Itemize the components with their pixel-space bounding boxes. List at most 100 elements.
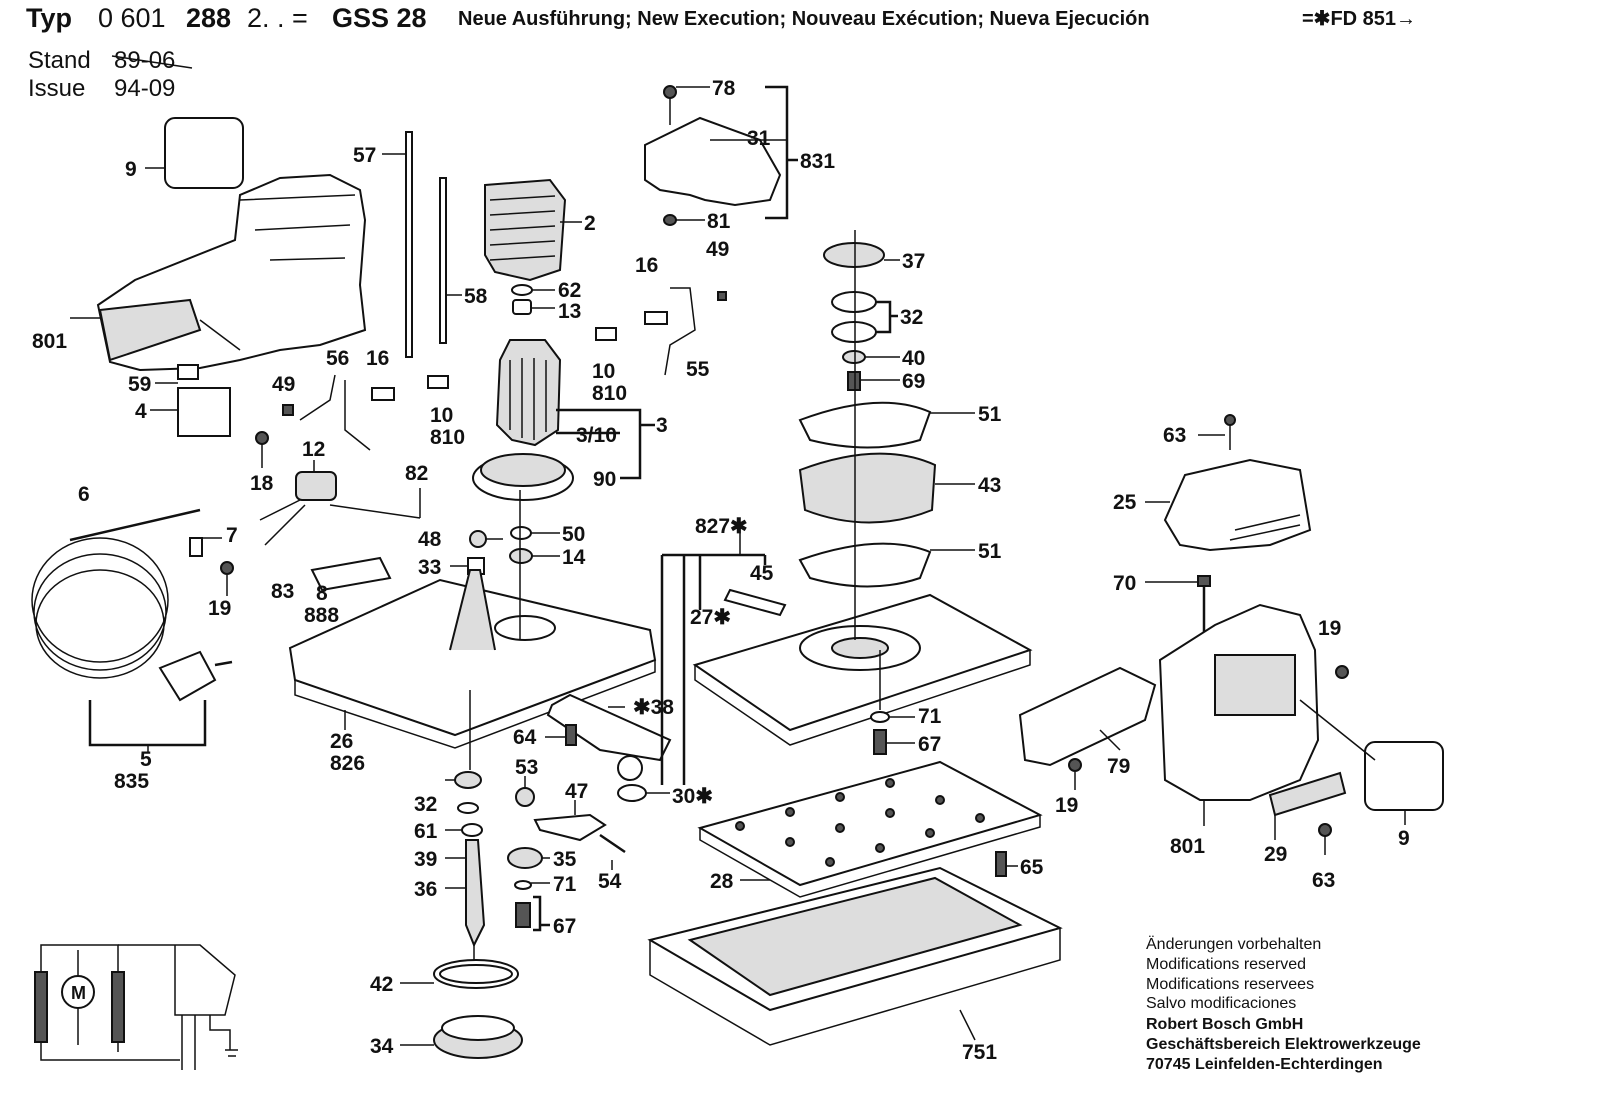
screw-19c bbox=[1068, 758, 1082, 772]
brush-810b bbox=[427, 375, 449, 389]
part-label: 69 bbox=[902, 370, 925, 393]
brush-spring-56 bbox=[299, 374, 371, 451]
typ-number: 0 601 bbox=[98, 3, 166, 33]
armature bbox=[495, 339, 562, 447]
part-label: 16 bbox=[366, 347, 389, 370]
part-label: 827✱ bbox=[695, 515, 748, 538]
part-label: 5 bbox=[140, 748, 152, 771]
part-label: 888 bbox=[304, 604, 339, 627]
screw-63a bbox=[1224, 414, 1236, 426]
washer-61 bbox=[457, 802, 479, 814]
plate-29 bbox=[1268, 771, 1347, 817]
part-label: 37 bbox=[902, 250, 925, 273]
housing-grip bbox=[98, 298, 202, 362]
part-label: 51 bbox=[978, 403, 1002, 426]
washer-40 bbox=[842, 350, 866, 364]
company-address: 70745 Leinfelden-Echterdingen bbox=[1146, 1056, 1383, 1073]
sanding-pad-28 bbox=[697, 760, 1043, 887]
clip-49b bbox=[282, 404, 294, 416]
washer-71a bbox=[870, 711, 890, 723]
part-label: 51 bbox=[978, 540, 1002, 563]
part-label: 56 bbox=[326, 347, 349, 370]
typ-number-bold: 288 bbox=[186, 3, 231, 33]
screw-65 bbox=[995, 851, 1007, 877]
part-label: 19 bbox=[1318, 617, 1341, 640]
part-label: 4 bbox=[135, 400, 147, 423]
part-label: 25 bbox=[1113, 491, 1137, 514]
screw-67a bbox=[873, 729, 887, 755]
typ-label: Typ bbox=[26, 3, 72, 33]
part-label: 50 bbox=[562, 523, 585, 546]
rod-58 bbox=[439, 177, 447, 344]
part-label: 58 bbox=[464, 285, 488, 308]
part-label: 10 bbox=[592, 360, 615, 383]
note-line-3: Modifications reservees bbox=[1146, 976, 1314, 993]
part-label: 801 bbox=[1170, 835, 1205, 858]
part-label: 55 bbox=[686, 358, 710, 381]
part-label: 29 bbox=[1264, 843, 1287, 866]
part-label: 34 bbox=[370, 1035, 394, 1058]
bracket-5 bbox=[88, 700, 207, 747]
screw-19b bbox=[1335, 665, 1349, 679]
screw-78 bbox=[663, 85, 677, 99]
part-label: 13 bbox=[558, 300, 581, 323]
bracket-32a bbox=[876, 300, 898, 334]
part-label: 810 bbox=[592, 382, 627, 405]
ring-30 bbox=[617, 784, 647, 802]
handle-79 bbox=[1018, 666, 1157, 767]
part-label: 27✱ bbox=[690, 606, 731, 629]
part-drawings: M bbox=[31, 85, 1444, 1070]
part-label: 64 bbox=[513, 726, 537, 749]
part-label: 826 bbox=[330, 752, 365, 775]
part-label: 78 bbox=[712, 77, 736, 100]
part-label: 63 bbox=[1163, 424, 1186, 447]
ref-text: =✱FD 851→ bbox=[1302, 8, 1416, 30]
part-label: 48 bbox=[418, 528, 442, 551]
screw-63b bbox=[1318, 823, 1332, 837]
part-label: 10 bbox=[430, 404, 453, 427]
typ-suffix: 2. . = bbox=[247, 3, 308, 33]
screw-70 bbox=[1197, 575, 1211, 587]
cover-25 bbox=[1163, 458, 1312, 552]
part-label: 70 bbox=[1113, 572, 1136, 595]
brush-spring-55 bbox=[664, 287, 696, 376]
part-label: 59 bbox=[128, 373, 151, 396]
issue-label: Issue bbox=[28, 75, 85, 102]
part-label: 42 bbox=[370, 973, 393, 996]
part-label: 57 bbox=[353, 144, 376, 167]
part-label: 82 bbox=[405, 462, 428, 485]
part-label: 7 bbox=[226, 524, 238, 547]
part-label: 63 bbox=[1312, 869, 1335, 892]
dust-seal-43 bbox=[798, 452, 937, 524]
plug bbox=[158, 650, 217, 702]
screw-64 bbox=[565, 724, 577, 746]
header: Typ 0 601 288 2. . = GSS 28 Neue Ausführ… bbox=[26, 3, 1416, 102]
part-label: 43 bbox=[978, 474, 1001, 497]
part-label: 90 bbox=[593, 468, 616, 491]
part-label: 30✱ bbox=[672, 785, 713, 808]
part-label: 33 bbox=[418, 556, 441, 579]
housing-detail bbox=[199, 194, 356, 351]
bearing-14 bbox=[509, 548, 533, 564]
pad-9-right bbox=[1364, 741, 1444, 811]
part-label: 39 bbox=[414, 848, 437, 871]
part-label: 49 bbox=[706, 238, 729, 261]
footer-notes: Änderungen vorbehalten Modifications res… bbox=[1146, 935, 1421, 1073]
part-label: 3/10 bbox=[576, 424, 617, 447]
bearing-32b bbox=[454, 771, 482, 789]
part-label: 835 bbox=[114, 770, 149, 793]
pad-9-left bbox=[164, 117, 244, 189]
part-label: 31 bbox=[747, 127, 771, 150]
part-label: 14 bbox=[562, 546, 586, 569]
note-line-4: Salvo modificaciones bbox=[1146, 995, 1296, 1012]
part-label: 40 bbox=[902, 347, 925, 370]
washer-62 bbox=[511, 284, 533, 296]
bearing-13 bbox=[512, 299, 532, 315]
part-label: 810 bbox=[430, 426, 465, 449]
screw-69 bbox=[847, 371, 861, 391]
part-label: 32 bbox=[900, 306, 923, 329]
bracket-827 bbox=[660, 553, 767, 785]
motor-symbol-label: M bbox=[71, 983, 86, 1003]
execution-text: Neue Ausführung; New Execution; Nouveau … bbox=[458, 8, 1150, 30]
